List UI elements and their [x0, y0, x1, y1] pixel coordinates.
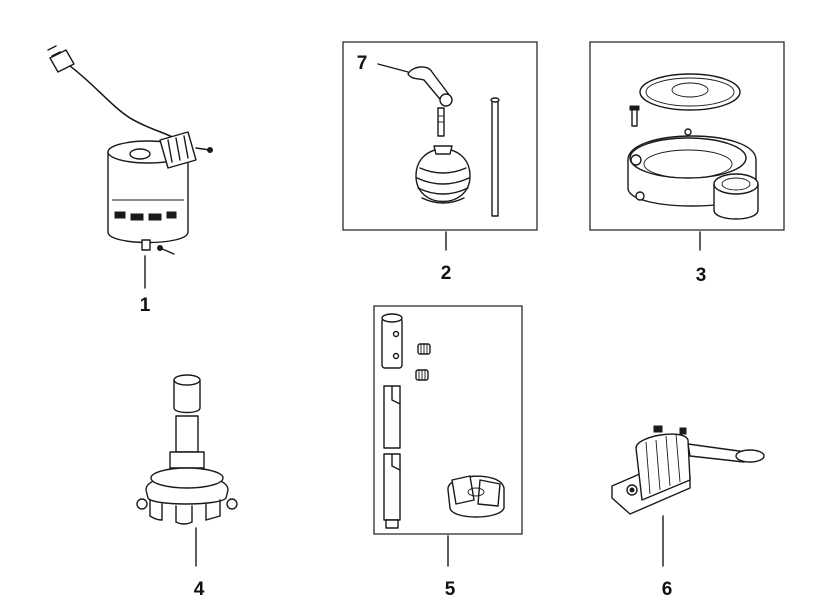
- switch-assembly-illustration: [611, 425, 765, 567]
- shaft-parts-illustration: [381, 313, 505, 567]
- housing-illustration: [627, 73, 759, 251]
- part-label-7: 7: [356, 53, 368, 74]
- part-3-box: [589, 41, 785, 231]
- part-label-5: 5: [444, 579, 456, 600]
- part-label-6: 6: [661, 579, 673, 600]
- motor-illustration: [47, 45, 213, 289]
- float-illustration: [377, 63, 500, 251]
- part-label-1: 1: [139, 295, 151, 316]
- part-label-3: 3: [695, 265, 707, 286]
- shaft-base-illustration: [136, 374, 238, 567]
- part-2-box: [342, 41, 538, 231]
- part-label-4: 4: [193, 579, 205, 600]
- part-label-2: 2: [440, 263, 452, 284]
- part-5-box: [373, 305, 523, 535]
